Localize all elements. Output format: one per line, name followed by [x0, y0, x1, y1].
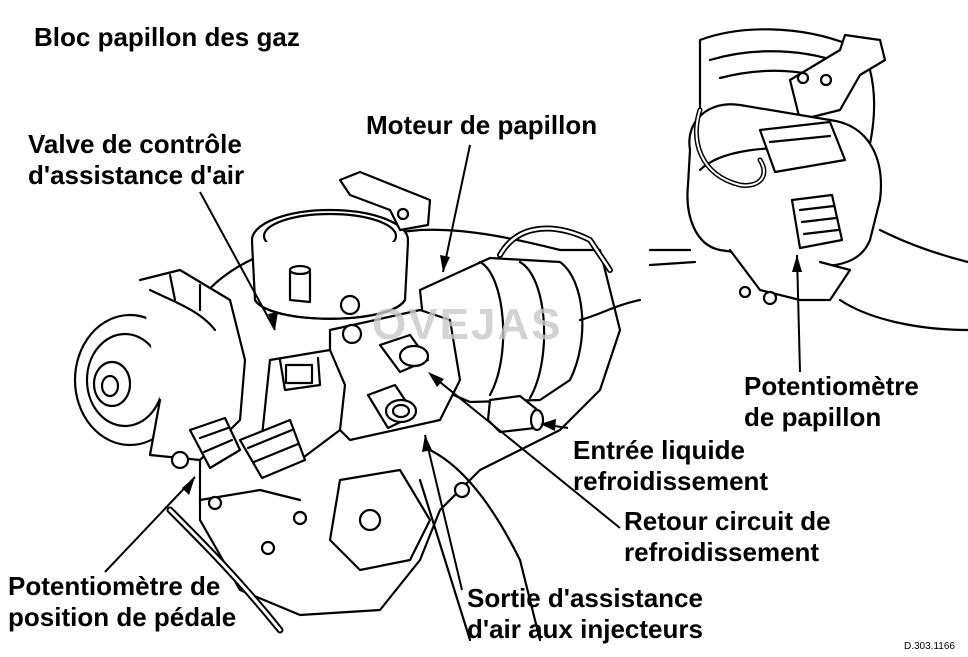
label-pedale-line2: position de pédale — [8, 602, 237, 632]
leader-moteur — [442, 144, 471, 273]
label-retour-line1: Retour circuit de — [624, 506, 831, 536]
label-tps-line1: Potentiomètre — [744, 371, 919, 401]
label-pedale-line1: Potentiomètre de — [8, 571, 221, 601]
label-tps-line2: de papillon — [744, 402, 882, 432]
leader-retour — [434, 377, 621, 529]
label-sortie-line2: d'air aux injecteurs — [467, 614, 703, 644]
label-entree-line2: refroidissement — [573, 466, 769, 496]
arrowhead-moteur — [440, 255, 450, 272]
arrowhead-sortie — [422, 435, 432, 452]
diagram-title: Bloc papillon des gaz — [34, 22, 300, 52]
leader-tps — [796, 254, 801, 373]
label-valve-line2: d'assistance d'air — [28, 160, 245, 190]
throttle-body-main — [73, 170, 642, 642]
leader-pedale — [104, 476, 196, 573]
arrowhead-valve — [268, 312, 278, 330]
tps-inset-drawing — [648, 28, 968, 332]
arrowhead-retour — [428, 372, 444, 387]
arrowheads — [182, 255, 802, 495]
label-retour-line2: refroidissement — [624, 537, 820, 567]
watermark: OVEJAS — [372, 300, 563, 349]
arrowhead-entree — [540, 419, 556, 431]
leader-lines — [104, 144, 801, 591]
reference-code: D.303.1166 — [904, 641, 955, 652]
leader-valve — [199, 191, 276, 331]
arrowhead-tps — [792, 255, 802, 272]
label-entree-line1: Entrée liquide — [573, 435, 745, 465]
label-sortie-line1: Sortie d'assistance — [467, 583, 703, 613]
label-valve-line1: Valve de contrôle — [28, 129, 242, 159]
leader-sortie — [424, 434, 463, 591]
arrowhead-pedale — [182, 477, 195, 495]
label-moteur: Moteur de papillon — [366, 110, 598, 140]
